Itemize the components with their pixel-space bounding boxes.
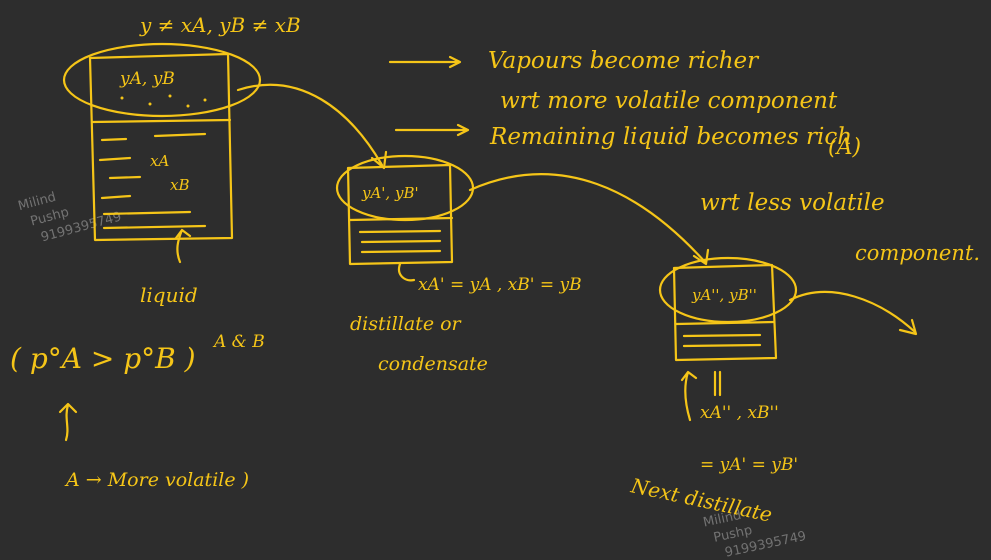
vessel-1-vapor: yA, yB — [119, 69, 175, 89]
note-line-1: Vapours become richer — [488, 48, 760, 74]
vessel-2-caption-2: condensate — [378, 353, 488, 375]
vessel-1-liquid-a: xA — [150, 152, 169, 170]
notes-block: Vapours become richer wrt more volatile … — [388, 48, 980, 265]
watermark-left: Milind Pushp 9199395749 — [17, 190, 124, 246]
vessel-1-caption: liquid — [140, 283, 198, 307]
vessel-3-caption: Next distillate — [628, 473, 774, 527]
more-volatile-label: A → More volatile ) — [64, 469, 249, 491]
note-line-5: wrt less volatile — [700, 190, 885, 216]
vessel-2-vapor: yA', yB' — [361, 184, 419, 202]
note-line-6: component. — [855, 241, 980, 265]
arrow-to-vessel-2 — [236, 83, 384, 167]
vessel-3-vapor: yA'', yB'' — [691, 286, 757, 304]
arrow-to-vessel-3 — [468, 173, 707, 264]
vapor-circle-1 — [62, 42, 262, 118]
vessel-1-caption-2: A & B — [212, 332, 265, 352]
vessel-1: yA, yB xA xB liquid A & B — [62, 42, 265, 352]
vapour-pressure-inequality: ( p°A > p°B ) — [10, 342, 196, 375]
vapor-circle-3 — [658, 256, 798, 324]
note-line-2: wrt more volatile component — [500, 88, 838, 114]
vessel-3-relation-top: xA'' , xB'' — [700, 403, 779, 423]
note-line-4: Remaining liquid becomes rich — [489, 124, 852, 150]
vessel-2-caption-1: distillate or — [350, 313, 463, 335]
top-inequality-label: y ≠ xA, yB ≠ xB — [139, 13, 301, 37]
vessel-3-relation-bottom: = yA' = yB' — [700, 455, 798, 475]
vessel-2-relation: xA' = yA , xB' = yB — [418, 275, 582, 295]
note-line-3: (A) — [828, 135, 861, 160]
vessel-1-liquid-b: xB — [170, 176, 189, 194]
arrow-out-vessel-3 — [788, 290, 917, 334]
vessel-3: yA'', yB'' xA'' , xB'' = yA' = yB' Next … — [628, 256, 798, 527]
volatility-block: ( p°A > p°B ) A → More volatile ) — [10, 342, 249, 491]
vessel-2: yA', yB' xA' = yA , xB' = yB distillate … — [335, 154, 582, 375]
